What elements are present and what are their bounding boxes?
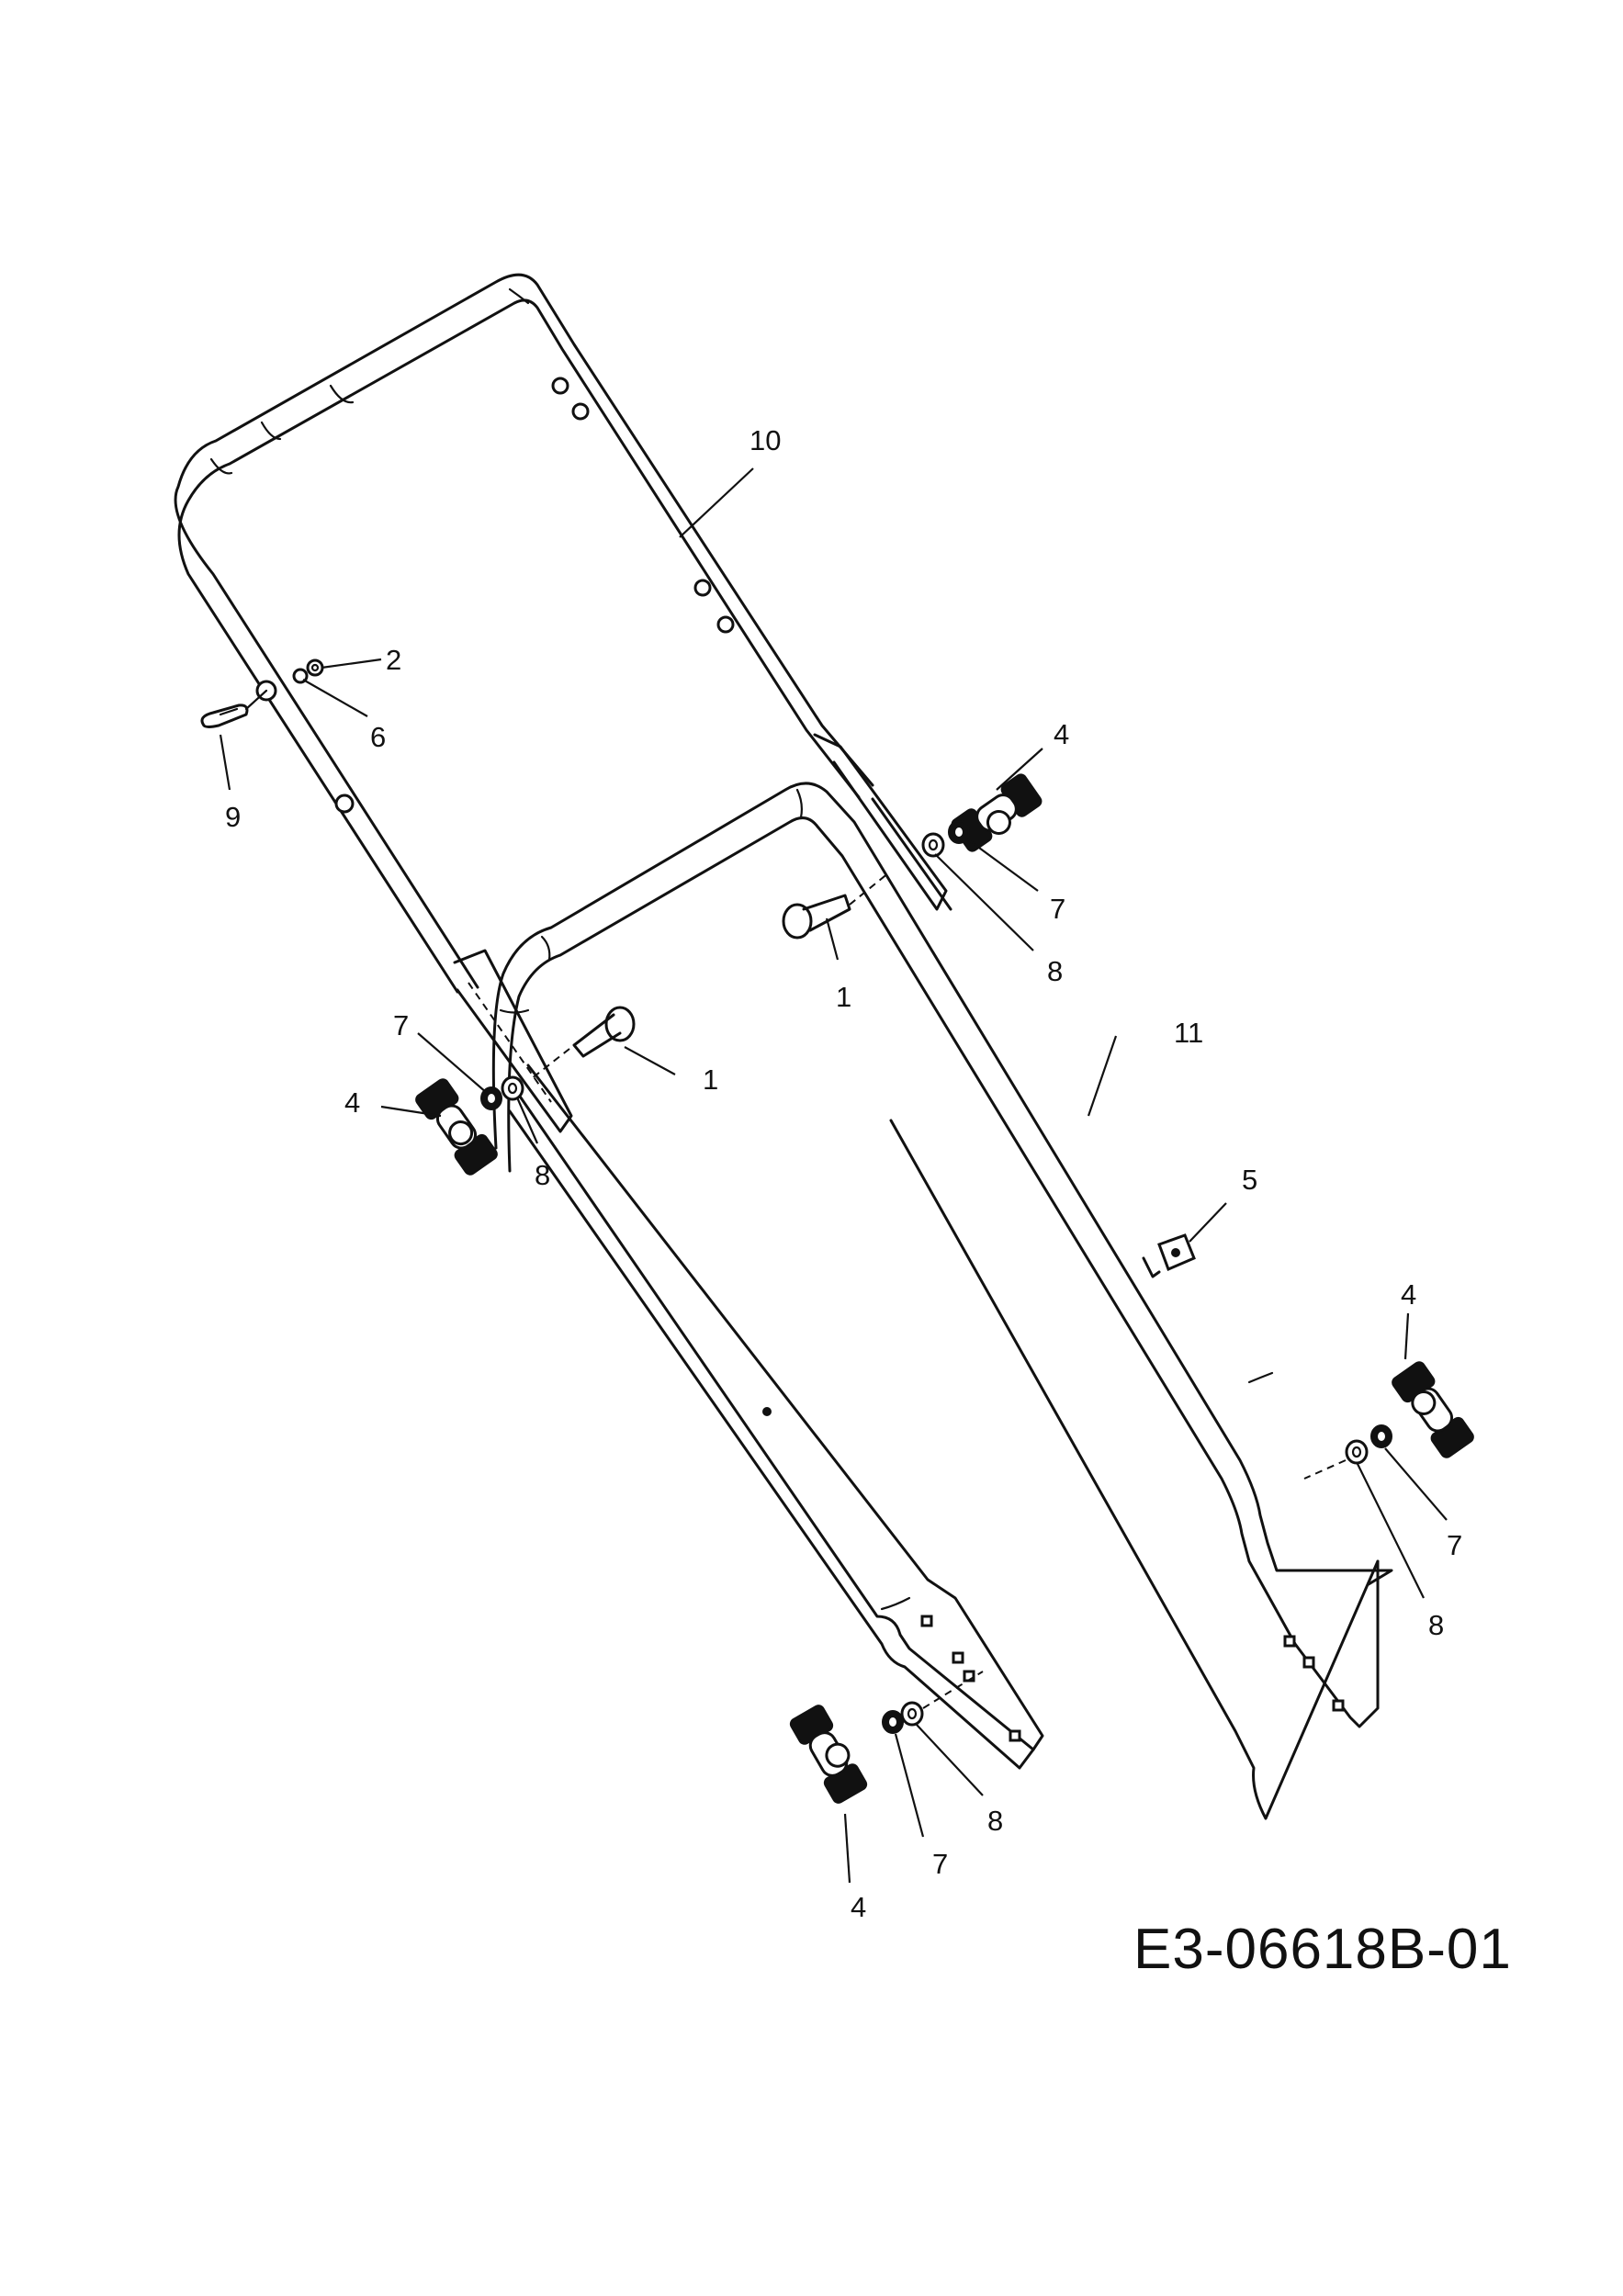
carriage-bolt-left (530, 1006, 636, 1080)
cable-tie (200, 689, 268, 728)
lock-washer-bottom (882, 1710, 904, 1734)
callout-lock-washer-upper-right: 7 (1050, 893, 1065, 925)
upper-handle (174, 273, 952, 1133)
drawing-code: E3-06618B-01 (1133, 1918, 1512, 1981)
lock-washer-upper-right (948, 820, 970, 844)
callout-washer-small: 6 (370, 721, 386, 753)
flat-washer-left (501, 1075, 524, 1101)
flat-washer-upper-right (921, 832, 945, 858)
washer-small (255, 668, 309, 702)
lower-handle (491, 782, 1393, 1820)
callout-labels: 10 11 4 7 8 1 1 7 4 8 2 6 9 5 4 7 8 8 7 … (225, 424, 1462, 1923)
callout-bolt-upper: 1 (836, 981, 851, 1013)
callout-upper-handle: 10 (750, 424, 781, 456)
callout-knob-lower-right: 4 (1401, 1278, 1416, 1311)
callout-lock-washer-left: 7 (393, 1009, 409, 1041)
callout-washer-left: 8 (535, 1159, 550, 1191)
wing-knob-upper-right (951, 773, 1043, 852)
callout-washer-lower-right: 8 (1428, 1609, 1444, 1641)
wing-knob-lower-right (1392, 1361, 1474, 1458)
callout-cable-clip: 5 (1242, 1164, 1257, 1196)
callout-cable-tie: 9 (225, 801, 241, 833)
wing-knob-left (415, 1078, 498, 1176)
callout-washer-bottom: 8 (987, 1805, 1003, 1837)
flat-washer-bottom (900, 1701, 924, 1727)
callout-bolt-left: 1 (703, 1064, 718, 1096)
carriage-bolt-upper (782, 872, 890, 940)
callout-lock-washer-lower-right: 7 (1447, 1529, 1462, 1561)
wing-knob-bottom (789, 1705, 868, 1804)
callout-knob-upper-right: 4 (1054, 718, 1069, 750)
leader-lines (219, 467, 1448, 1884)
callout-knob-bottom: 4 (851, 1891, 866, 1923)
cable-clip (1142, 1233, 1196, 1278)
callout-lower-handle: 11 (1174, 1017, 1203, 1049)
nut (306, 658, 324, 677)
callout-lock-washer-bottom: 7 (932, 1848, 948, 1880)
callout-knob-left: 4 (344, 1086, 360, 1119)
lock-washer-lower-right (1370, 1424, 1392, 1448)
callout-nut: 2 (386, 644, 401, 676)
callout-washer-upper-right: 8 (1047, 955, 1063, 987)
flat-washer-lower-right (1345, 1439, 1369, 1465)
